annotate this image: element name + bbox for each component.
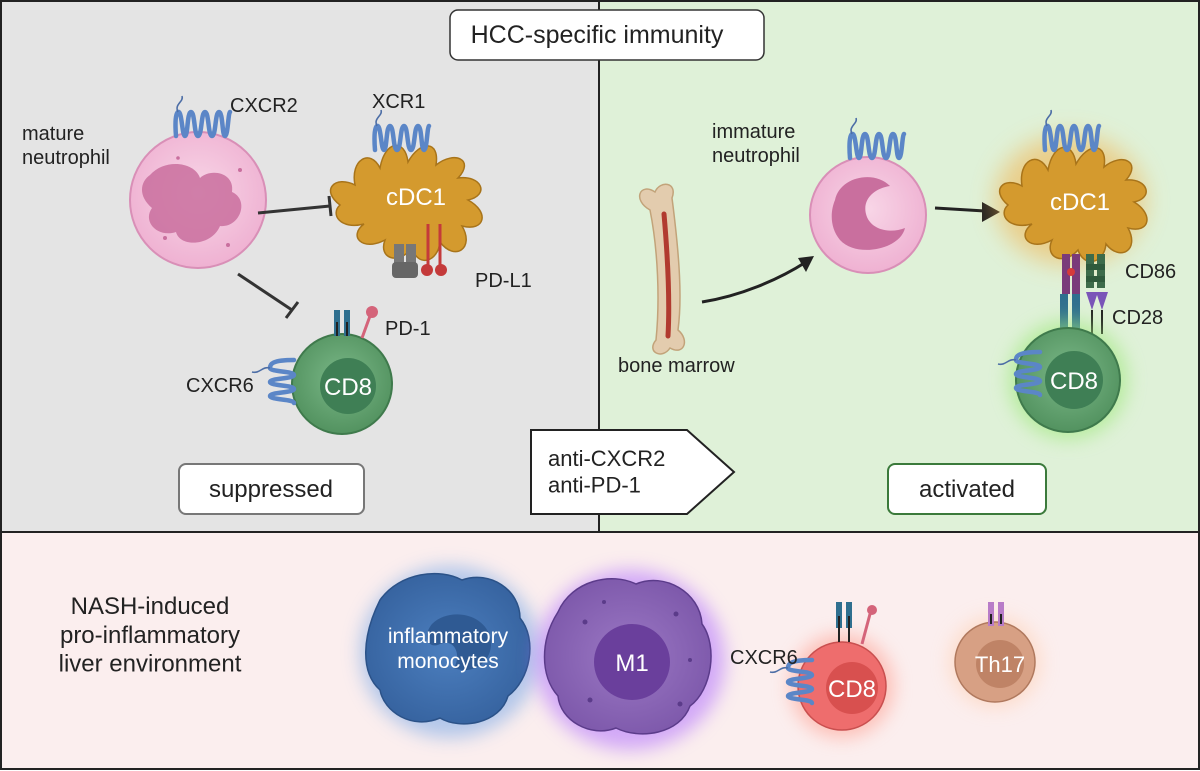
- m1-label: M1: [615, 650, 648, 677]
- title-box: [449, 9, 765, 61]
- inhibition-arrow-to-cd8: [237, 272, 300, 319]
- cxcr6-label: CXCR6: [186, 375, 254, 397]
- activated-status-label: activated: [919, 476, 1015, 503]
- cd28-receptor-icon: [1086, 292, 1108, 334]
- suppressed-status-box: [178, 463, 365, 515]
- inhibition-arrow-to-cdc1: [257, 195, 333, 217]
- xcr1-label: XCR1: [372, 91, 425, 113]
- activated-status-box: [887, 463, 1047, 515]
- th17-cell: [954, 621, 1036, 703]
- cdc1-activated-cell: [999, 146, 1148, 263]
- cxcr6-bottom-label: CXCR6: [730, 647, 798, 669]
- left-panel: [0, 0, 600, 533]
- bone-marrow-arrow: [701, 256, 814, 304]
- cdc1-activated-label: cDC1: [1050, 189, 1110, 216]
- suppressed-status-label: suppressed: [209, 476, 333, 503]
- cd8-activated-label: CD8: [1050, 368, 1098, 395]
- cd86-label: CD86: [1125, 261, 1176, 283]
- tcr-receptor-th17-icon: [988, 602, 1004, 626]
- mature-neutrophil-cell: [129, 131, 267, 269]
- cdc1-cell: [329, 144, 483, 261]
- cd8-cell: [291, 333, 393, 435]
- th17-label: Th17: [975, 652, 1025, 677]
- pd1-receptor-icon: [360, 306, 378, 339]
- pd1-label: PD-1: [385, 318, 431, 340]
- pdl1-molecule-icon: [421, 224, 447, 276]
- cd8-proinflammatory-cell: [797, 641, 887, 731]
- cd86-molecule-icon: [1086, 254, 1105, 288]
- cd8-red-label: CD8: [828, 676, 876, 703]
- activation-arrow: [934, 202, 1000, 222]
- cd8-activated-cell: [1015, 327, 1121, 433]
- immature-neutrophil-cell: [809, 156, 927, 274]
- mhc-tcr-complex-icon: [1060, 254, 1080, 334]
- m1-macrophage-cell: [543, 577, 712, 735]
- cd28-label: CD28: [1112, 307, 1163, 329]
- cdc1-label: cDC1: [386, 184, 446, 211]
- page-title: HCC-specific immunity: [471, 21, 724, 49]
- tcr-receptor-bottom-icon: [836, 602, 852, 642]
- pd1-receptor-bottom-icon: [860, 605, 877, 645]
- tcr-receptor-icon: [334, 310, 350, 336]
- bone-marrow-icon: [638, 183, 686, 355]
- inflammatory-monocyte-cell: [365, 572, 531, 725]
- bone-marrow-label: bone marrow: [618, 355, 735, 377]
- treatment-arrow: [530, 429, 736, 515]
- mhc-molecule-icon: [392, 244, 418, 278]
- pdl1-label: PD-L1: [475, 270, 532, 292]
- cd8-label: CD8: [324, 374, 372, 401]
- cxcr2-label: CXCR2: [230, 95, 298, 117]
